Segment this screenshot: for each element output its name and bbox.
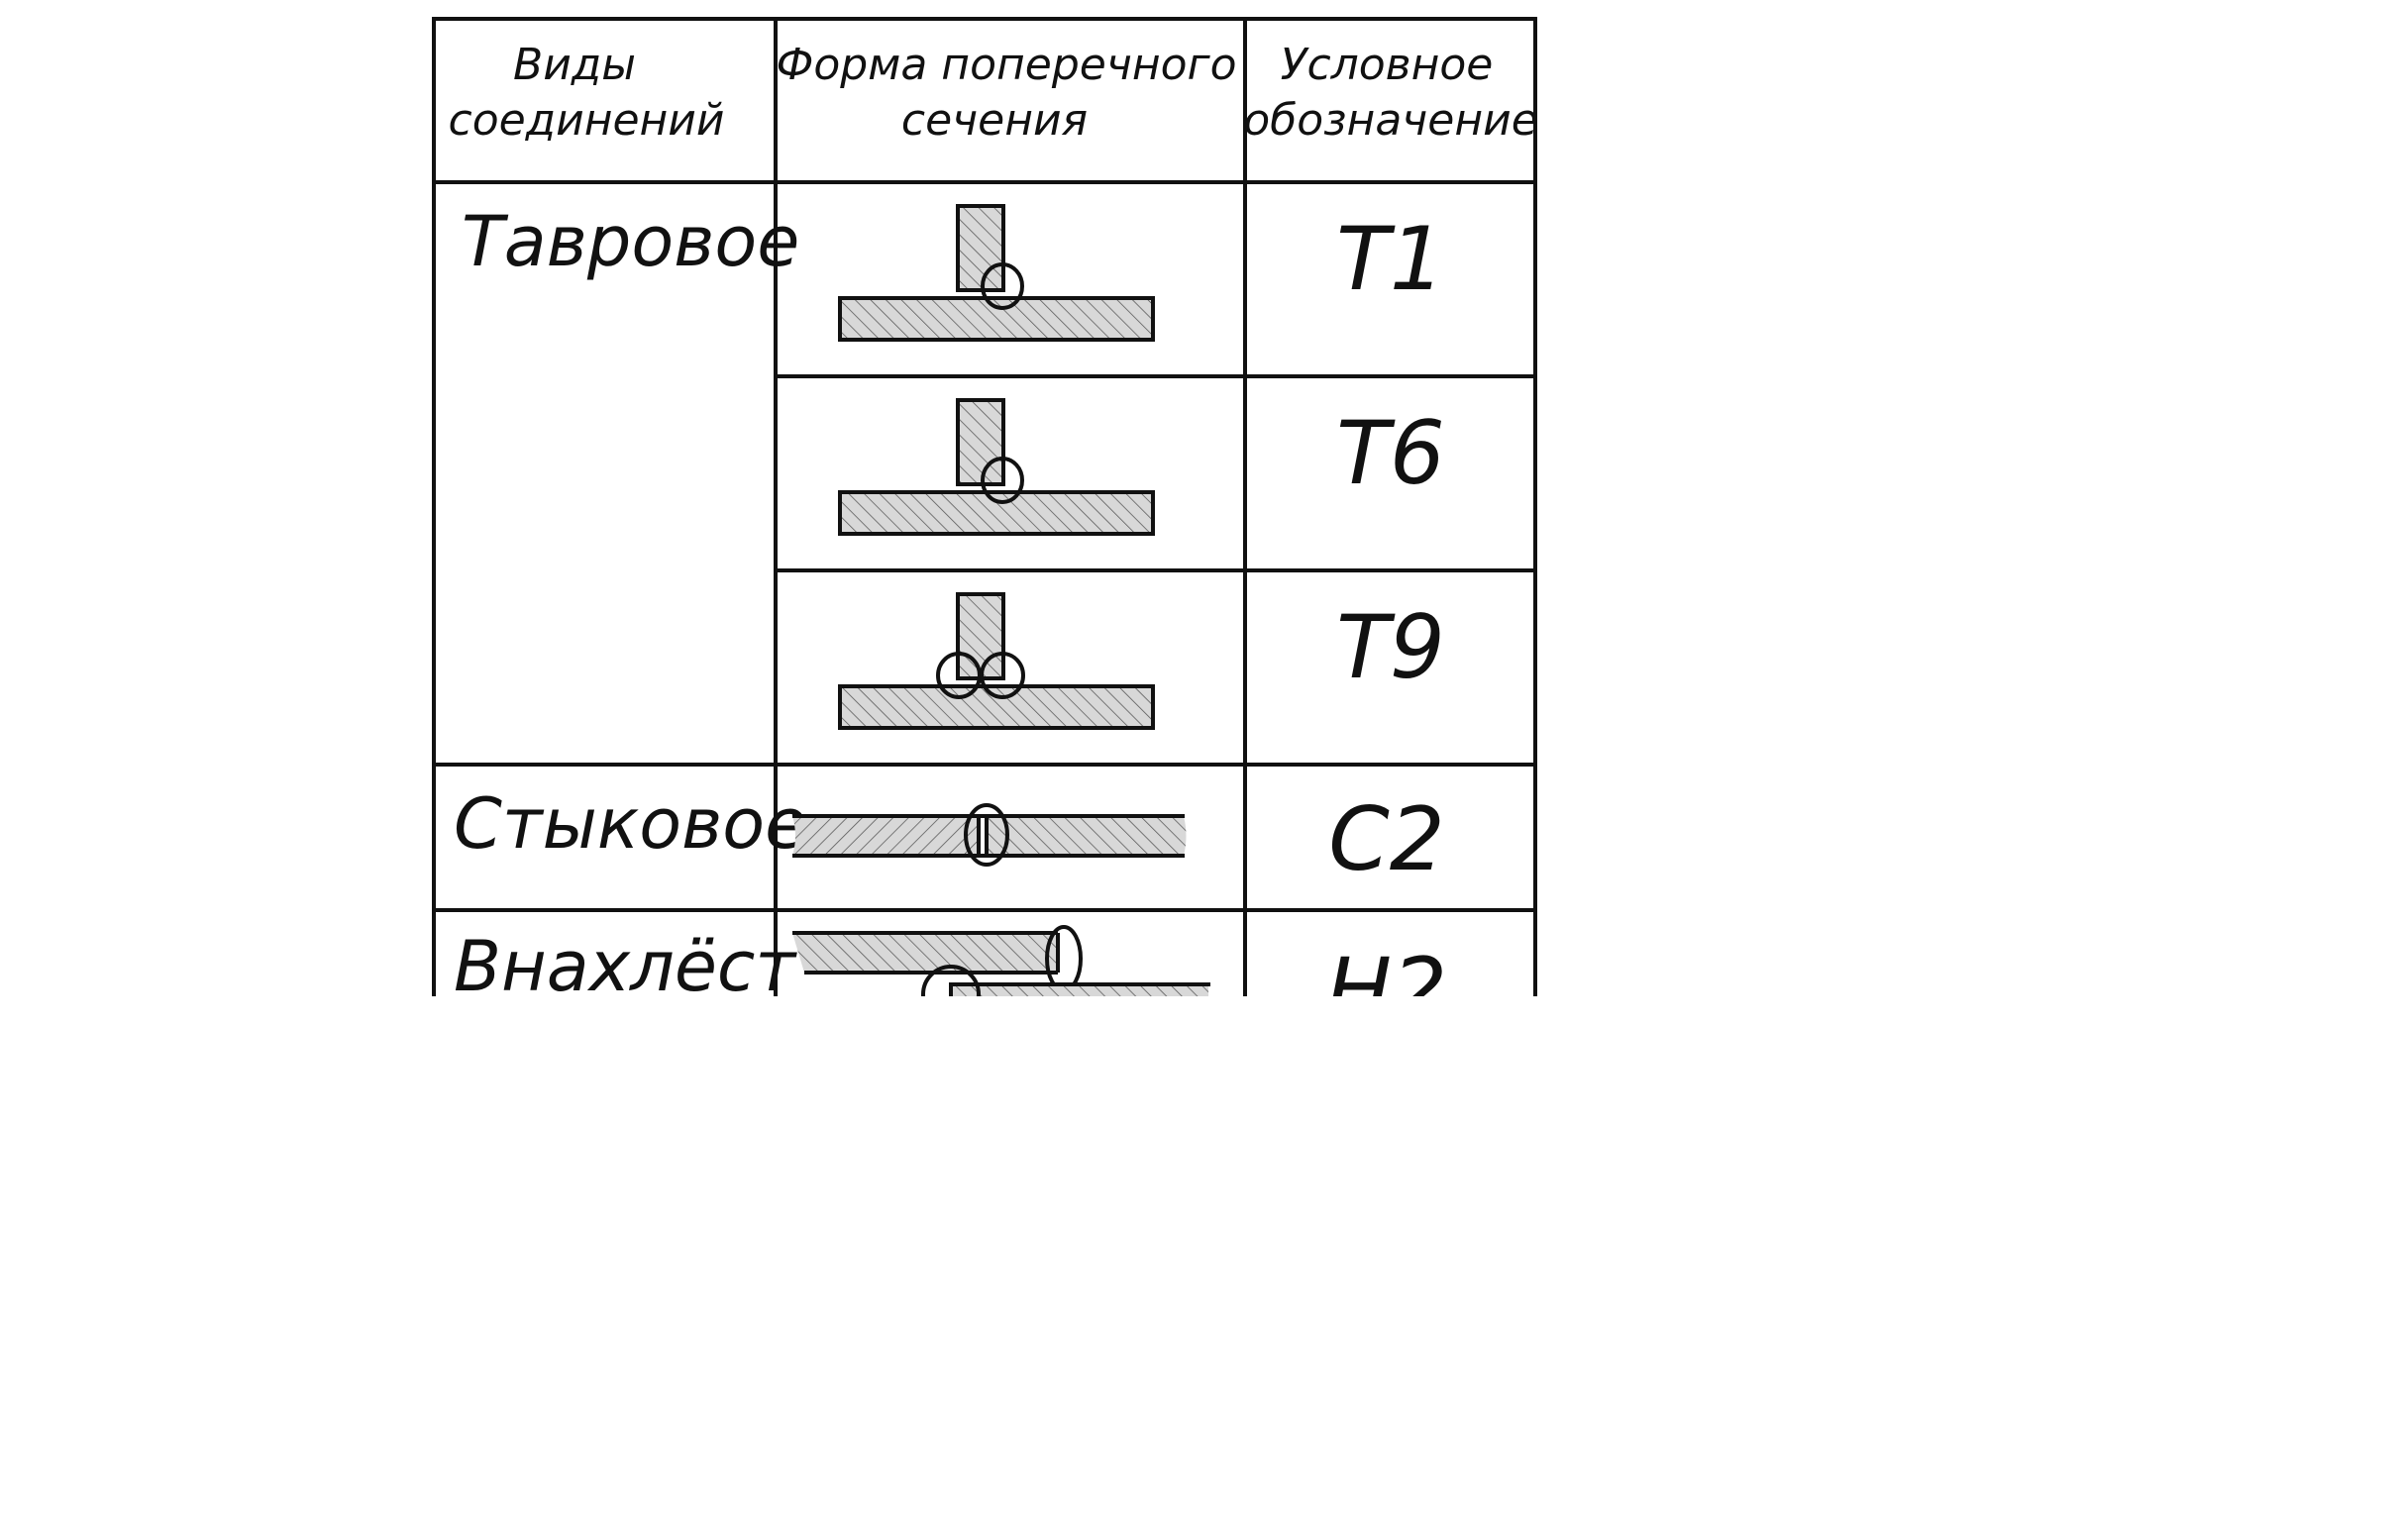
plate-right	[987, 816, 1187, 856]
header-section-line2: сечения	[901, 95, 1088, 146]
header-symbol-line2: обозначение	[1243, 95, 1538, 146]
section-drawing-t6	[838, 398, 1155, 536]
weld-seam	[981, 457, 1024, 504]
code-t6: Т6	[1336, 402, 1445, 504]
base-plate	[838, 296, 1155, 342]
plate-left	[792, 816, 979, 856]
section-drawing-t9	[838, 592, 1155, 730]
base-plate	[838, 490, 1155, 536]
upper-plate	[792, 933, 1058, 973]
header-kinds-line2: соединений	[449, 95, 725, 146]
code-c2: С2	[1328, 788, 1444, 890]
kind-label-butt: Стыковое	[454, 783, 807, 865]
header-kinds-line1: Виды	[513, 40, 636, 90]
table-grid	[432, 17, 1537, 996]
weld-joints-table: Виды соединений Форма поперечного сечени…	[432, 17, 1538, 996]
header-section-line1: Форма поперечного	[776, 40, 1236, 90]
weld-seam	[981, 262, 1024, 310]
code-h2: Н2	[1326, 939, 1447, 996]
section-drawing-t1	[838, 204, 1155, 342]
weld-seam-lower	[921, 965, 981, 996]
section-drawing-c2	[792, 803, 1187, 867]
code-t9: Т9	[1336, 596, 1445, 698]
kind-label-tee: Тавровое	[462, 201, 799, 282]
base-plate	[838, 684, 1155, 730]
table-header: Виды соединений Форма поперечного сечени…	[449, 40, 1538, 146]
section-drawing-h2	[792, 925, 1210, 996]
weld-seam	[964, 803, 1009, 867]
code-t1: Т1	[1336, 208, 1445, 310]
weld-seam-right	[980, 652, 1025, 699]
kind-label-lap: Внахлёст	[454, 926, 797, 996]
vertical-plate	[956, 398, 1005, 486]
vertical-plate	[956, 204, 1005, 292]
lower-plate	[949, 984, 1208, 996]
header-symbol-line1: Условное	[1281, 40, 1494, 90]
vertical-plate	[956, 592, 1005, 680]
